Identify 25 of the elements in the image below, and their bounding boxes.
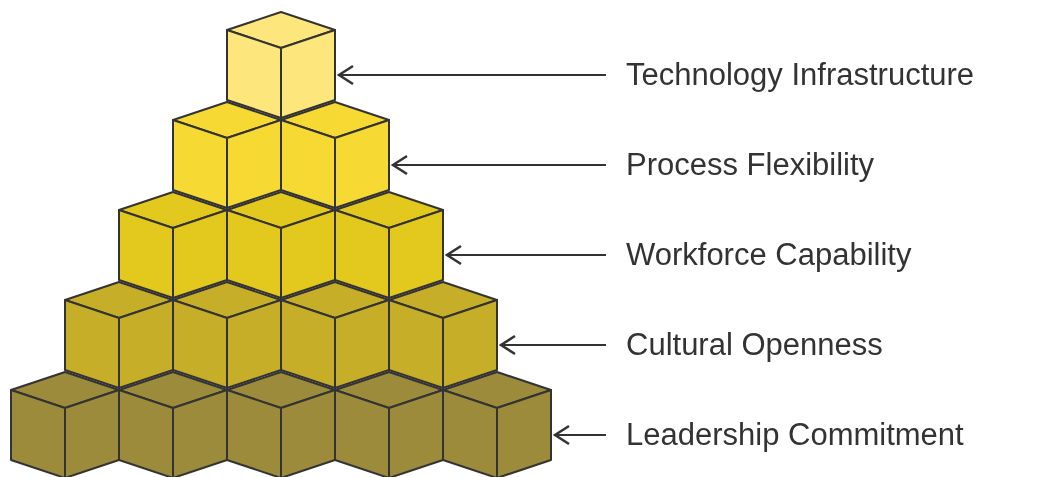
cube (10, 371, 120, 477)
cube (388, 281, 498, 389)
cube (64, 281, 174, 389)
leader-arrow (444, 244, 607, 266)
leader-arrow (336, 64, 607, 86)
cube (226, 191, 336, 299)
level-label: Process Flexibility (626, 147, 875, 183)
cube (172, 101, 282, 209)
level-label: Technology Infrastructure (626, 57, 975, 93)
leader-arrow (390, 154, 607, 176)
leader-arrow (498, 334, 607, 356)
cube (226, 371, 336, 477)
cube (442, 371, 552, 477)
cube (334, 191, 444, 299)
cube (172, 281, 282, 389)
cube (280, 281, 390, 389)
cube (118, 191, 228, 299)
level-label: Cultural Openness (626, 327, 883, 363)
level-label: Workforce Capability (626, 237, 912, 273)
leader-arrow (552, 424, 607, 446)
cube (280, 101, 390, 209)
level-label: Leadership Commitment (626, 417, 964, 453)
cube (118, 371, 228, 477)
cube (226, 11, 336, 119)
cube (334, 371, 444, 477)
